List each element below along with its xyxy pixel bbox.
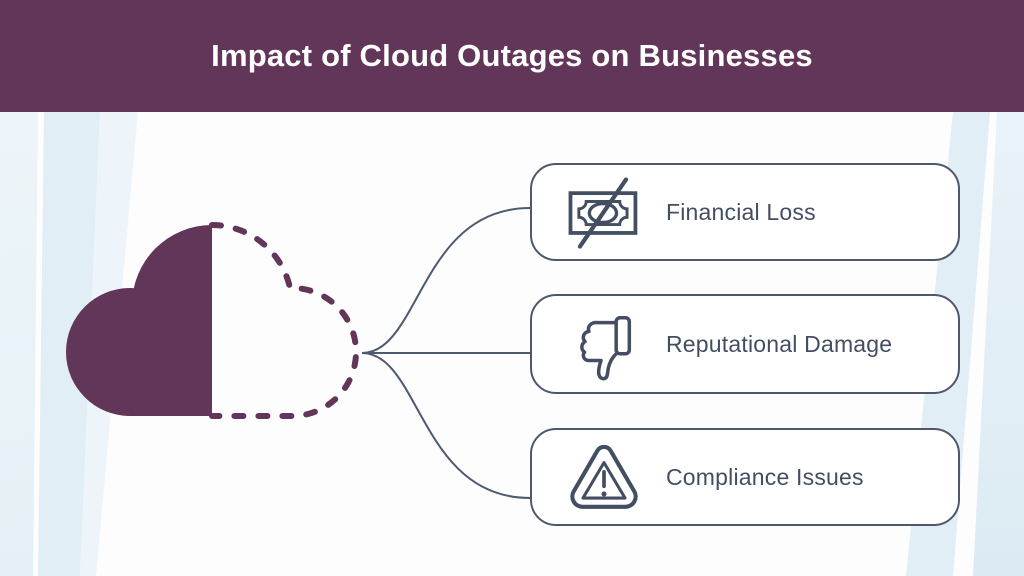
stripe-left-1 (0, 112, 38, 576)
connector-financial-loss (361, 207, 531, 354)
thumbs-down-icon (580, 315, 632, 381)
impact-card-compliance-issues: Compliance Issues (530, 428, 960, 526)
icon-slot (558, 438, 650, 516)
page-title: Impact of Cloud Outages on Businesses (211, 38, 813, 73)
impact-card-financial-loss: Financial Loss (530, 163, 960, 261)
impact-label: Reputational Damage (666, 330, 893, 357)
cloud-dashed-half (209, 222, 360, 419)
icon-slot (558, 306, 650, 382)
warning-triangle-icon (570, 445, 638, 509)
connector-lines (361, 207, 531, 499)
cloud-solid-half (66, 225, 212, 416)
icon-slot (558, 172, 650, 252)
impact-card-reputational-damage: Reputational Damage (530, 294, 960, 394)
header: Impact of Cloud Outages on Businesses (0, 0, 1024, 112)
money-bill-slash-icon (568, 177, 638, 249)
impact-label: Compliance Issues (666, 463, 864, 490)
impact-label: Financial Loss (666, 198, 816, 225)
connector-compliance-issues (361, 352, 531, 499)
